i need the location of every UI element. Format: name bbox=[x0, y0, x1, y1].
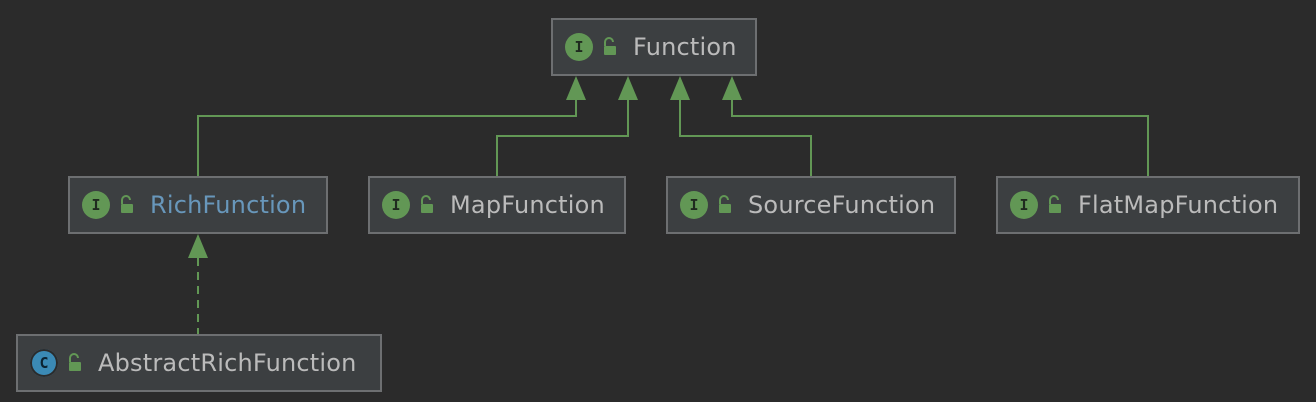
edge-richfunction-to-function bbox=[197, 76, 586, 178]
interface-icon: I bbox=[565, 33, 593, 61]
node-label: Function bbox=[633, 33, 737, 61]
interface-icon: I bbox=[82, 191, 110, 219]
arrowhead-icon bbox=[618, 76, 638, 100]
interface-icon: I bbox=[382, 191, 410, 219]
edge-mapfunction-to-function bbox=[496, 76, 638, 178]
interface-icon: I bbox=[680, 191, 708, 219]
node-label: FlatMapFunction bbox=[1078, 191, 1279, 219]
node-label: AbstractRichFunction bbox=[98, 349, 357, 377]
node-abstractrichfunction[interactable]: C AbstractRichFunction bbox=[16, 334, 382, 392]
node-richfunction[interactable]: I RichFunction bbox=[68, 176, 328, 234]
public-access-icon bbox=[604, 37, 616, 55]
node-sourcefunction[interactable]: I SourceFunction bbox=[666, 176, 956, 234]
node-mapfunction[interactable]: I MapFunction bbox=[368, 176, 626, 234]
node-label: RichFunction bbox=[150, 191, 307, 219]
public-access-icon bbox=[121, 195, 133, 213]
arrowhead-icon bbox=[670, 76, 690, 100]
edge-flatmapfunction-to-function bbox=[722, 76, 1149, 178]
arrowhead-icon bbox=[566, 76, 586, 100]
node-function[interactable]: I Function bbox=[551, 18, 757, 76]
arrowhead-icon bbox=[722, 76, 742, 100]
public-access-icon bbox=[719, 195, 731, 213]
public-access-icon bbox=[1049, 195, 1061, 213]
interface-icon: I bbox=[1010, 191, 1038, 219]
abstract-class-icon: C bbox=[30, 349, 58, 377]
edge-sourcefunction-to-function bbox=[670, 76, 812, 178]
public-access-icon bbox=[421, 195, 433, 213]
edge-abstractrichfunction-to-richfunction bbox=[188, 234, 208, 336]
node-flatmapfunction[interactable]: I FlatMapFunction bbox=[996, 176, 1300, 234]
arrowhead-icon bbox=[188, 234, 208, 258]
node-label: SourceFunction bbox=[748, 191, 936, 219]
node-label: MapFunction bbox=[450, 191, 605, 219]
public-access-icon bbox=[69, 353, 81, 371]
